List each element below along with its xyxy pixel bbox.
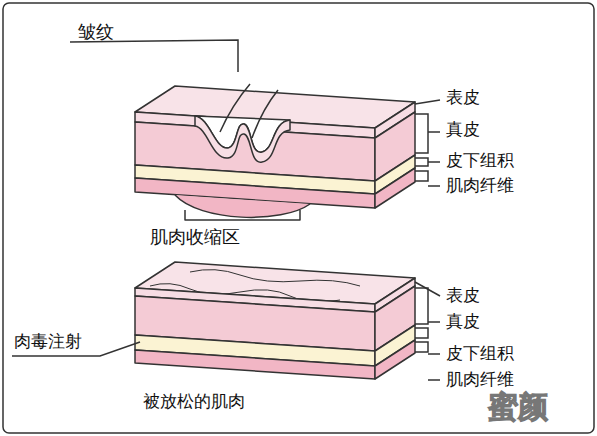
layer-label: 表皮	[446, 286, 480, 305]
layer-label: 表皮	[446, 88, 480, 107]
layer-label: 真皮	[446, 120, 480, 139]
layer-label: 皮下组积	[446, 344, 514, 363]
top-leaders	[70, 40, 440, 186]
side-muscle	[375, 168, 415, 208]
bottom-leaders	[12, 282, 440, 380]
wrinkle-crease	[220, 84, 278, 138]
layer-label: 皮下组积	[446, 151, 514, 170]
region-label: 肌肉收缩区	[150, 227, 240, 247]
bracket	[415, 342, 440, 380]
bracket	[415, 288, 440, 324]
layer-label: 真皮	[446, 312, 480, 331]
tick	[415, 100, 440, 104]
bracket	[415, 114, 440, 153]
bracket	[415, 158, 440, 166]
muscle-layer	[135, 350, 375, 379]
injection-label: 肉毒注射	[14, 332, 82, 351]
side-muscle	[375, 340, 415, 379]
region-label: 被放松的肌肉	[143, 392, 245, 411]
layer-label: 肌肉纤维	[446, 370, 514, 389]
muscle-bulge	[175, 195, 310, 217]
skin-block-relaxed	[135, 262, 415, 379]
skin-block-wrinkled	[135, 84, 415, 220]
bracket	[415, 171, 440, 186]
wrinkle-fold	[195, 116, 290, 162]
frame	[3, 3, 594, 433]
watermark: 蜜颜	[488, 390, 548, 423]
layer-label: 肌肉纤维	[446, 176, 514, 195]
part-label: 皱纹	[78, 22, 114, 42]
contraction-bracket	[185, 210, 300, 220]
wrinkle-leader	[70, 40, 238, 72]
